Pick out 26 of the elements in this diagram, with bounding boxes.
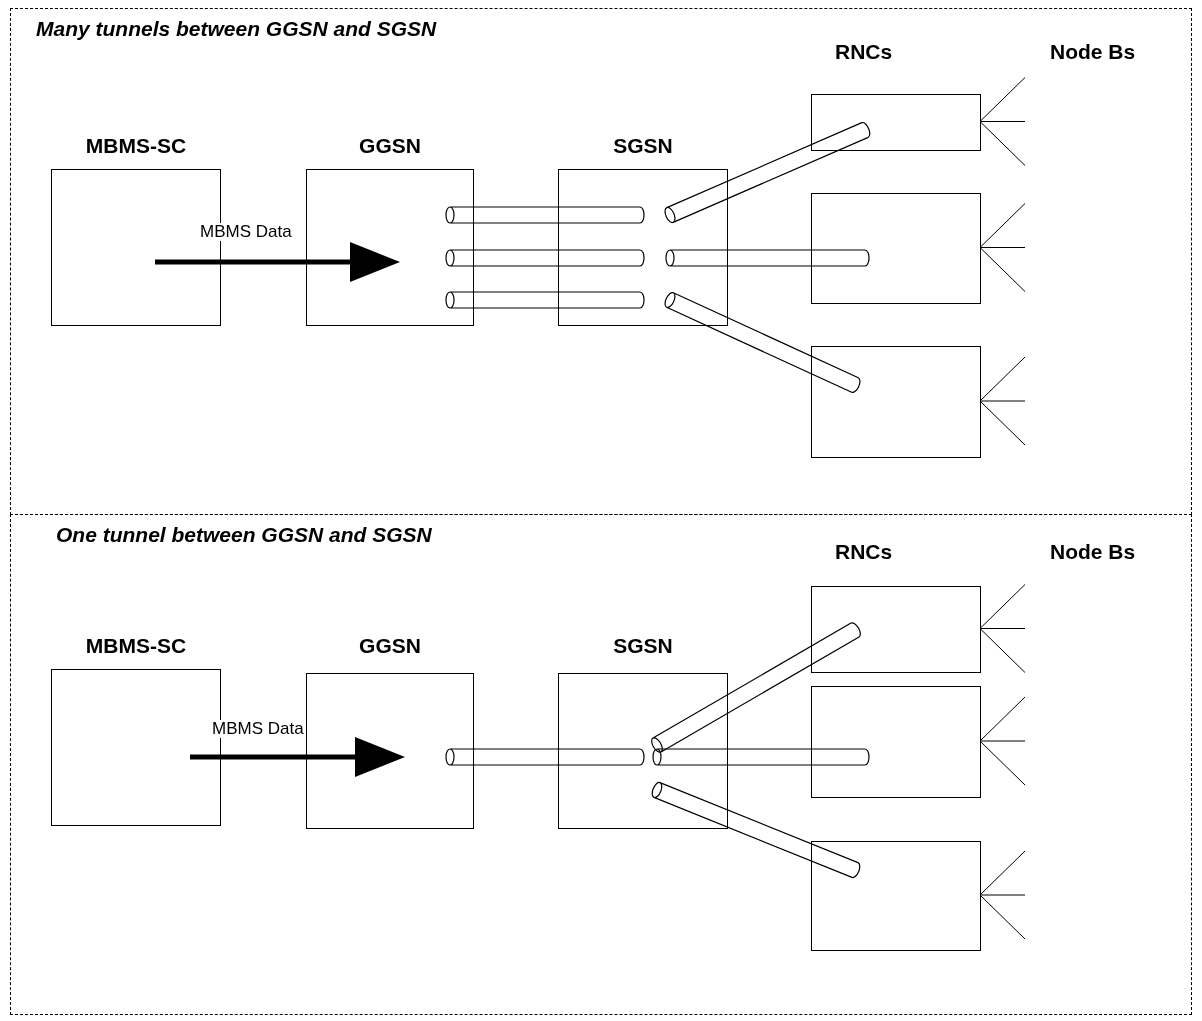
tunnel-pipe [664,121,871,224]
tunnel-pipe [445,249,645,267]
column-heading: Node Bs [1050,540,1136,564]
node-heading: SGSN [612,134,674,158]
tunnel-pipe [651,622,861,753]
node-heading: SGSN [612,634,674,658]
tunnel-pipe [445,291,645,309]
node-heading: GGSN [358,634,422,658]
edge-label: MBMS Data [212,720,304,738]
arrow [190,737,405,777]
column-heading: RNCs [835,540,893,564]
tunnel-pipe [652,748,870,766]
node-heading: GGSN [358,134,422,158]
node-heading: MBMS-SC [84,134,188,158]
arrow [155,242,400,282]
panel-title: Many tunnels between GGSN and SGSN [36,17,437,41]
tunnel-pipe [665,249,870,267]
edge-label: MBMS Data [200,223,292,241]
tunnel-pipe [664,291,861,394]
tunnel-pipe [445,206,645,224]
tunnel-pipe [445,748,645,766]
column-heading: RNCs [835,40,893,64]
node-heading: MBMS-SC [84,634,188,658]
tunnel-pipe [651,781,861,879]
column-heading: Node Bs [1050,40,1136,64]
panel-title: One tunnel between GGSN and SGSN [56,523,432,547]
